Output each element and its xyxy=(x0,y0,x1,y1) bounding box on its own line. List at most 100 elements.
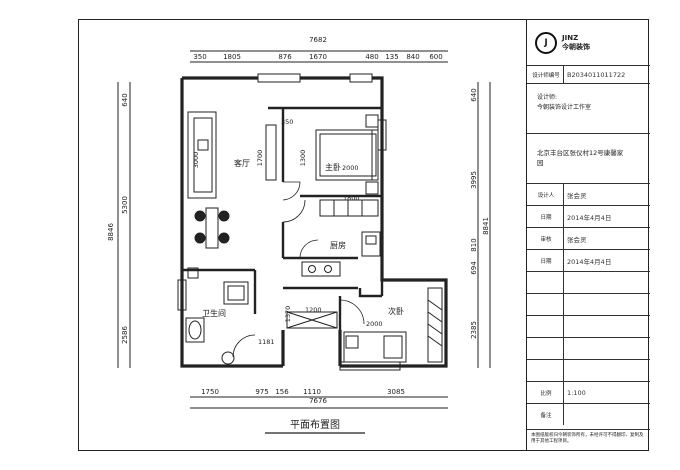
tv-cabinet xyxy=(265,124,277,181)
bottom-dim-4: 1110 xyxy=(303,388,321,396)
inner-dim-1300: 1300 xyxy=(299,150,307,167)
top-window xyxy=(257,73,301,83)
inner-dim-1700: 1700 xyxy=(256,150,264,167)
title-block-row: 设计人张会灵 xyxy=(527,183,650,205)
title-block-row-value xyxy=(567,316,648,337)
title-block-row xyxy=(527,293,650,315)
title-block-row-label: 比例 xyxy=(529,382,564,403)
title-block-row-label: 备注 xyxy=(529,404,564,425)
logo-sub: 今朝装饰 xyxy=(562,43,590,51)
inner-dim-1370: 1370 xyxy=(284,306,292,323)
title-block-row-value xyxy=(567,404,648,425)
left-dim-3: 2586 xyxy=(121,326,129,344)
second-bed xyxy=(343,331,407,363)
right-dim-1: 640 xyxy=(470,88,478,101)
company-logo: J JINZ 今朝装饰 xyxy=(535,27,645,59)
designer-office-label: 设计师: xyxy=(537,94,558,101)
bottom-dim-3: 156 xyxy=(275,388,289,396)
right-dim-2: 3995 xyxy=(470,171,478,189)
right-total-dim: 8841 xyxy=(482,217,490,235)
second-wardrobe xyxy=(427,287,443,363)
title-block-row-value: 张会灵 xyxy=(567,191,587,200)
right-dim-3: 810 xyxy=(470,238,478,251)
office-name: 今朝装饰设计工作室 xyxy=(537,104,592,111)
copyright-note: 本图纸版权归今朝装饰所有，未经许可不得翻印、复制及用于其他工程项目。 xyxy=(531,433,644,444)
title-block-row-label xyxy=(529,338,564,359)
room-label-second: 次卧 xyxy=(388,306,404,316)
left-dim-1: 640 xyxy=(121,93,129,106)
title-block-row-value xyxy=(567,338,648,359)
bathroom-fixtures xyxy=(185,267,249,365)
drawing-sheet-border xyxy=(78,19,649,451)
title-block: J JINZ 今朝装饰 设计师编号 B2034011011722 设计师: 今朝… xyxy=(526,19,650,451)
title-block-row-value: 1:100 xyxy=(567,388,586,397)
master-door xyxy=(282,181,301,201)
reg-row: 设计师编号 B2034011011722 xyxy=(527,65,650,83)
second-door xyxy=(339,299,365,325)
inner-dim-1200: 1200 xyxy=(305,306,322,314)
inner-dim-1181: 1181 xyxy=(258,338,275,346)
right-dim-4: 694 xyxy=(470,261,478,275)
inner-dim-350: 350 xyxy=(281,118,293,126)
left-total-dim: 8846 xyxy=(107,223,115,241)
room-label-kitchen: 厨房 xyxy=(330,240,346,250)
title-block-row xyxy=(527,337,650,359)
inner-dim-3000: 3000 xyxy=(192,152,200,169)
top-dim-8: 600 xyxy=(429,53,442,61)
dining-table xyxy=(194,207,230,249)
title-block-row xyxy=(527,359,650,381)
title-block-row-label xyxy=(529,360,564,381)
bottom-total-dim: 7676 xyxy=(309,397,327,405)
title-block-row-label: 日期 xyxy=(529,206,564,227)
top-dim-3: 876 xyxy=(278,53,292,61)
sofa xyxy=(187,111,217,199)
title-block-row-label xyxy=(529,294,564,315)
title-block-row-value: 2014年4月4日 xyxy=(567,257,612,266)
bottom-dim-5: 3085 xyxy=(387,388,405,396)
title-block-row-label: 设计人 xyxy=(529,184,564,205)
top-dim-6: 135 xyxy=(385,53,398,61)
interior-walls xyxy=(182,106,384,330)
title-block-row: 备注 xyxy=(527,403,650,425)
title-block-row-label xyxy=(529,272,564,293)
title-block-row-label: 日期 xyxy=(529,250,564,271)
drawing-title: 平面布置图 xyxy=(290,419,340,431)
top-dim-4: 1670 xyxy=(309,53,327,61)
project-address: 北京丰台区张仪村12号康馨家园 xyxy=(537,149,624,167)
bath-door xyxy=(232,334,256,358)
kitchen-counter xyxy=(301,231,381,277)
top-dim-7: 840 xyxy=(406,53,419,61)
logo-name: JINZ xyxy=(562,34,579,42)
logo-mark-icon: J xyxy=(535,32,557,54)
bottom-dim-1: 1750 xyxy=(201,388,219,396)
top-total-dim: 7682 xyxy=(309,36,327,44)
inner-dim-1800: 1800 xyxy=(343,194,360,202)
title-block-row-value xyxy=(567,272,648,293)
reg-value: B2034011011722 xyxy=(567,70,626,79)
title-block-row xyxy=(527,271,650,293)
inner-dim-2000: 2000 xyxy=(342,164,359,172)
title-block-row-value: 张会灵 xyxy=(567,235,587,244)
title-block-row-value xyxy=(567,294,648,315)
room-label-living: 客厅 xyxy=(234,158,250,168)
room-label-bath: 卫生间 xyxy=(202,308,226,318)
corridor-cabinet xyxy=(286,311,338,329)
office-row: 设计师: 今朝装饰设计工作室 xyxy=(527,83,650,133)
left-dim-2: 5300 xyxy=(121,196,129,214)
title-block-row-value xyxy=(567,360,648,381)
outer-walls xyxy=(180,76,448,368)
note-row: 本图纸版权归今朝装饰所有，未经许可不得翻印、复制及用于其他工程项目。 xyxy=(527,429,650,451)
title-block-row: 审核张会灵 xyxy=(527,227,650,249)
master-wardrobe xyxy=(319,199,379,217)
top-dim-2: 1805 xyxy=(223,53,241,61)
title-block-row-label xyxy=(529,316,564,337)
top-dim-1: 350 xyxy=(193,53,206,61)
room-label-master: 主卧 xyxy=(325,162,341,172)
master-bed xyxy=(315,114,379,195)
right-dim-5: 2385 xyxy=(470,321,478,339)
title-block-row xyxy=(527,315,650,337)
